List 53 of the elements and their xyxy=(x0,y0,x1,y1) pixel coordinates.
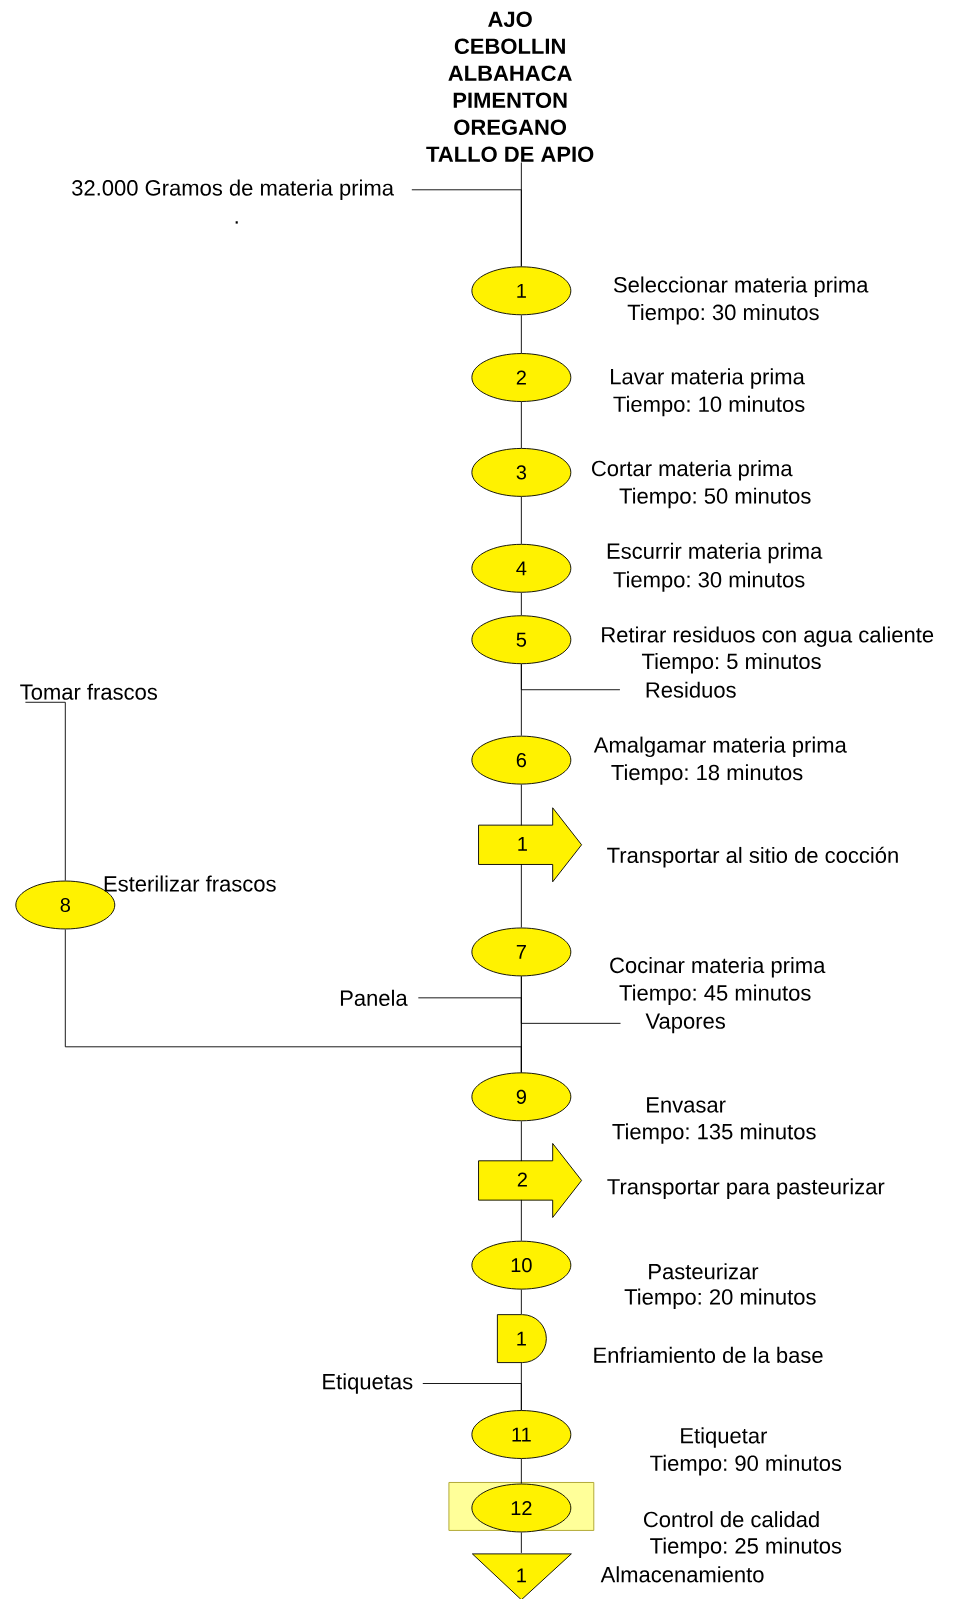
step-description: Esterilizar frascos xyxy=(104,875,276,892)
title-text: AJO CEBOLLIN ALBAHACA PIMENTON OREGANO TALLO DE APIO xyxy=(426,11,594,163)
flow-line xyxy=(520,663,522,737)
step-description: Amalgamar materia prima xyxy=(593,736,847,758)
flow-line xyxy=(411,189,522,267)
flow-line xyxy=(520,1458,522,1484)
step-description: Tiempo: 30 minutos xyxy=(613,571,805,592)
step-description: Enfriamiento de la base xyxy=(594,1346,823,1363)
step-description: Tiempo: 50 minutos xyxy=(619,487,811,509)
step-description: Transportar al sitio de cocción xyxy=(607,846,898,868)
step-description: Control de calidad xyxy=(644,1511,819,1528)
step-description: Pasteurizar xyxy=(649,1263,759,1280)
step-description: Tiempo: 45 minutos xyxy=(619,984,811,1006)
step-description: Transportar para pasteurizar xyxy=(607,1178,885,1199)
flow-line xyxy=(422,1383,522,1411)
flow-line xyxy=(417,997,522,1073)
flow-line xyxy=(520,314,522,354)
flow-line xyxy=(520,784,522,826)
flow-line xyxy=(520,975,621,1024)
step-description: Tiempo: 90 minutos xyxy=(650,1454,842,1476)
step-description: Lavar materia prima xyxy=(611,368,805,389)
material-label: Tomar frascos xyxy=(20,683,157,700)
storage-triangle: 1 xyxy=(471,1553,572,1599)
flow-line xyxy=(520,496,522,545)
flow-line xyxy=(520,1289,522,1315)
flow-line xyxy=(520,1120,522,1162)
flow-line xyxy=(24,701,66,882)
step-description: Tiempo: 30 minutos xyxy=(627,304,819,325)
material-label: Vapores xyxy=(645,1013,725,1034)
step-description: Tiempo: 135 minutos xyxy=(612,1123,816,1144)
material-label: Etiquetas xyxy=(323,1373,413,1394)
step-description: Cortar materia prima xyxy=(592,460,793,481)
material-label: Residuos xyxy=(646,681,736,698)
flow-line xyxy=(520,1531,522,1554)
step-description: Seleccionar materia prima xyxy=(613,276,869,297)
step-description: Tiempo: 10 minutos xyxy=(613,395,805,417)
flow-line xyxy=(520,592,522,616)
material-label: Panela xyxy=(340,989,408,1006)
flow-line xyxy=(520,863,522,928)
step-description: Etiquetar xyxy=(681,1427,768,1448)
step-description: Tiempo: 5 minutos xyxy=(641,652,821,674)
note-text: . xyxy=(235,221,238,224)
step-description: Tiempo: 20 minutos xyxy=(624,1288,816,1310)
step-description: Tiempo: 18 minutos xyxy=(611,764,803,785)
step-description: Retirar residuos con agua caliente xyxy=(602,626,934,647)
step-description: Almacenamiento xyxy=(600,1566,764,1583)
step-description: Cocinar materia prima xyxy=(610,956,826,978)
flow-line xyxy=(520,401,522,449)
material-label: 32.000 Gramos de materia prima xyxy=(72,179,394,201)
step-description: Tiempo: 25 minutos xyxy=(650,1537,842,1558)
step-description: Escurrir materia prima xyxy=(607,542,823,564)
step-description: Envasar xyxy=(647,1097,726,1113)
flow-line xyxy=(520,1199,522,1242)
